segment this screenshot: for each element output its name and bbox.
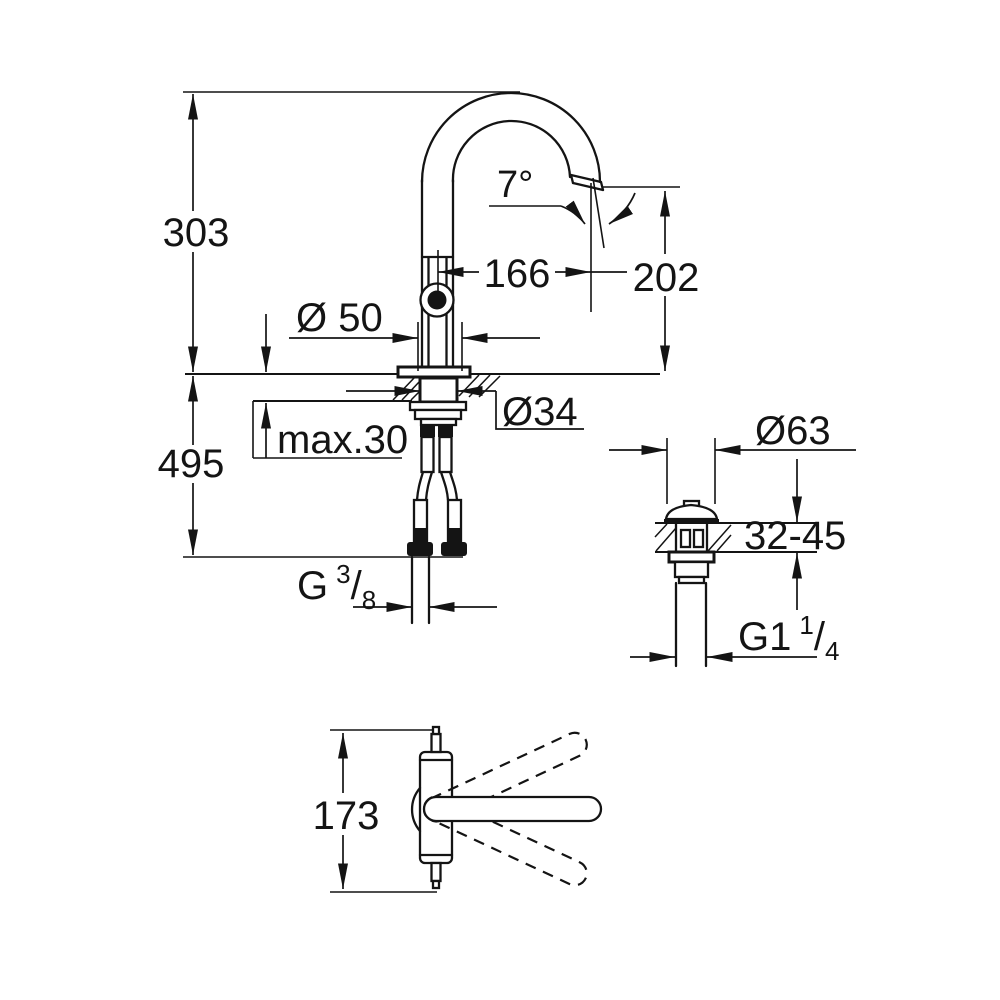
- waste-cap-flange: [664, 519, 719, 524]
- base-flange: [396, 365, 472, 379]
- hose-cap-left: [407, 542, 433, 556]
- dim-303: 303: [159, 94, 233, 372]
- dim-g-one-quarter: G1 1/4: [630, 610, 839, 666]
- label-deck-thickness: max.30: [277, 418, 408, 462]
- supply-thread-numerator: 3: [336, 559, 350, 589]
- plan-stems: [430, 725, 442, 890]
- dim-max-30: max.30: [252, 314, 408, 462]
- spout-outer-arc: [420, 91, 602, 184]
- label-flange-diameter: Ø63: [755, 409, 831, 453]
- angle-arc: [608, 192, 636, 225]
- waste-thread-numerator: 1: [799, 610, 813, 640]
- mounting-nut: [408, 400, 468, 427]
- supply-hoses: [407, 424, 467, 625]
- angle-leader: [560, 200, 586, 225]
- label-outlet-angle: 7°: [497, 164, 533, 206]
- angle-reference-line: [592, 177, 605, 249]
- mounting-shank: [418, 376, 459, 404]
- label-spout-reach: 166: [484, 252, 551, 296]
- hose-cap-right: [441, 542, 467, 556]
- dim-166: 166: [437, 183, 633, 312]
- supply-thread-denominator: 8: [362, 585, 376, 615]
- side-handle-center: [427, 290, 447, 310]
- dim-495: 495: [155, 376, 227, 555]
- spout-inner-arc: [451, 119, 572, 184]
- label-total-height: 303: [163, 211, 230, 255]
- dim-diameter-50: Ø 50: [289, 296, 540, 371]
- waste-deck-hatch: [654, 523, 732, 552]
- label-handle-swing: 173: [313, 794, 380, 838]
- supply-thread-prefix: G: [297, 564, 328, 608]
- waste-slot-left: [679, 528, 692, 549]
- label-height-below-deck: 495: [158, 442, 225, 486]
- dim-202: 202: [603, 186, 704, 371]
- label-deck-thickness-range: 32-45: [744, 514, 846, 558]
- waste-view: Ø63 32-45 G1 1/4: [609, 409, 856, 668]
- waste-cap-dome: [664, 503, 719, 521]
- pop-up-waste: [664, 499, 719, 668]
- lever-solid: [422, 795, 603, 823]
- waste-thread-slash: /: [814, 615, 826, 659]
- label-hole-diameter: Ø34: [502, 390, 578, 434]
- dim-diameter-63: Ø63: [609, 409, 856, 504]
- dim-173: 173: [309, 733, 383, 889]
- plan-spout-bulge: [410, 786, 422, 833]
- waste-locknut: [667, 550, 716, 564]
- dim-32-45: 32-45: [744, 459, 846, 610]
- front-view: 303 495 166 202: [155, 91, 704, 625]
- dim-diameter-34: Ø34: [346, 386, 584, 434]
- waste-thread-denominator: 4: [825, 636, 839, 666]
- label-base-diameter: Ø 50: [296, 296, 383, 340]
- label-outlet-height: 202: [633, 256, 700, 300]
- spout-outlet: [569, 173, 605, 192]
- waste-thread-prefix: G1: [738, 615, 791, 659]
- supply-thread-slash: /: [351, 564, 363, 608]
- dim-angle-7: 7°: [489, 164, 636, 249]
- waste-slot-right: [692, 528, 705, 549]
- label-waste-thread: G1 1/4: [738, 610, 839, 666]
- top-view: 173: [309, 725, 603, 893]
